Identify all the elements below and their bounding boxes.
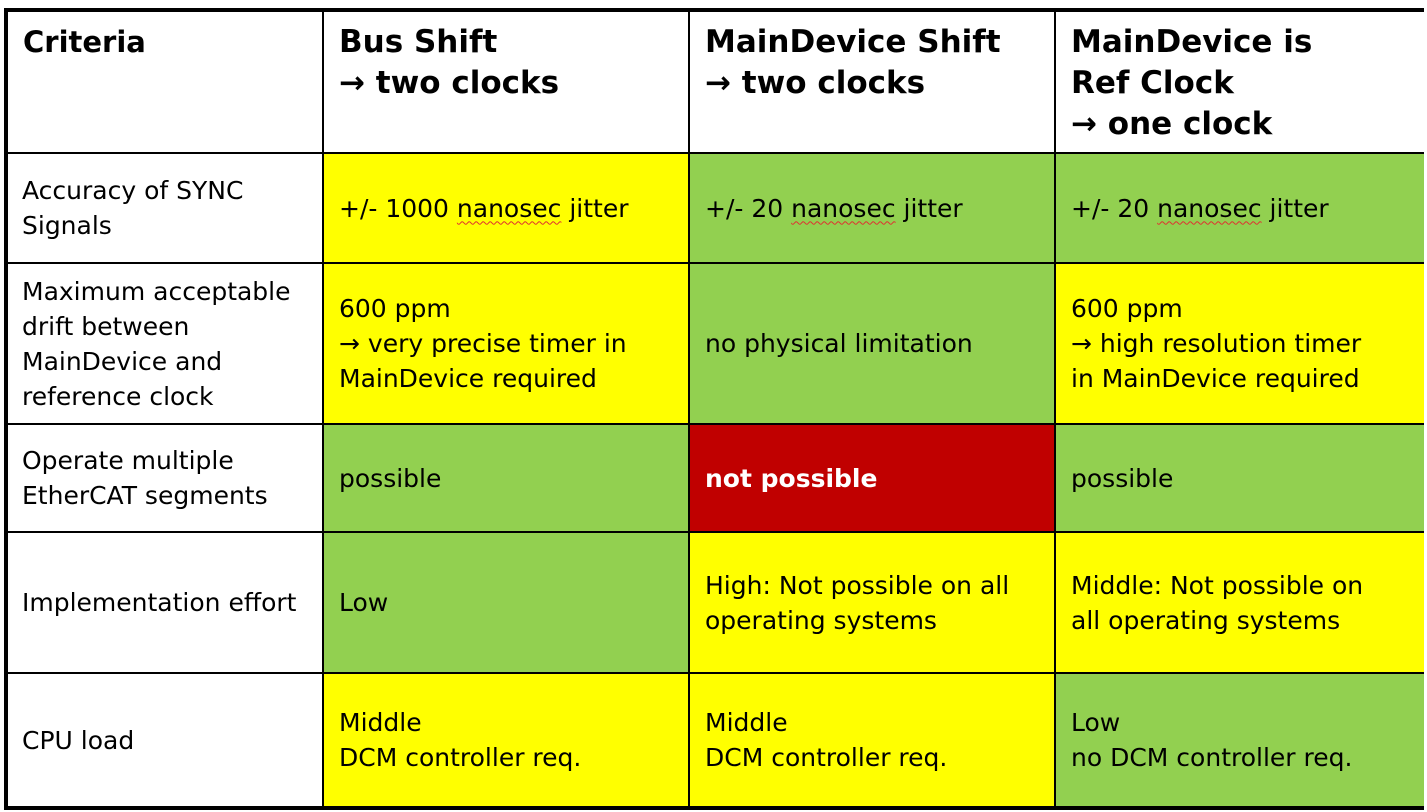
cell-text: +/- 20 nanosec jitter xyxy=(705,193,963,223)
cell-text: operating systems xyxy=(705,605,937,635)
criteria-text: Operate multiple xyxy=(22,446,234,475)
row-accuracy-criteria: Accuracy of SYNC Signals xyxy=(8,154,324,264)
header-maindevice-ref-subtitle: → one clock xyxy=(1071,106,1273,142)
criteria-text: Signals xyxy=(22,211,112,240)
cell-text: +/- 1000 nanosec jitter xyxy=(339,193,629,223)
cell-text: DCM controller req. xyxy=(339,743,582,772)
header-maindevice-shift-title: MainDevice Shift xyxy=(705,24,1001,60)
cell-text: possible xyxy=(1071,463,1174,493)
row-drift-criteria: Maximum acceptable drift between MainDev… xyxy=(8,264,324,425)
comparison-table: Criteria Bus Shift → two clocks MainDevi… xyxy=(4,8,1424,810)
cell-text: possible xyxy=(339,463,442,493)
header-maindevice-ref-title-1: MainDevice is xyxy=(1071,24,1313,60)
cell-text: no physical limitation xyxy=(705,329,973,358)
cell-text: Low xyxy=(339,588,389,617)
row-segments-bus-shift: possible xyxy=(324,425,690,533)
cell-text: → very precise timer in xyxy=(339,329,627,358)
header-bus-shift-title: Bus Shift xyxy=(339,24,498,60)
criteria-text: MainDevice and xyxy=(22,346,223,376)
cell-text: High: Not possible on all xyxy=(705,570,1010,600)
criteria-text: reference clock xyxy=(22,381,214,411)
header-criteria: Criteria xyxy=(8,12,324,154)
cell-text: 600 ppm xyxy=(1071,294,1183,323)
cell-text: DCM controller req. xyxy=(705,743,948,772)
cell-text: Middle xyxy=(705,708,788,737)
criteria-text: CPU load xyxy=(22,725,135,755)
criteria-text: Implementation effort xyxy=(22,588,297,617)
criteria-text: drift between xyxy=(22,311,190,341)
row-segments-maindevice-ref: possible xyxy=(1056,425,1424,533)
row-accuracy-maindevice-shift: +/- 20 nanosec jitter xyxy=(690,154,1056,264)
row-segments-maindevice-shift: not possible xyxy=(690,425,1056,533)
header-maindevice-shift: MainDevice Shift → two clocks xyxy=(690,12,1056,154)
header-criteria-label: Criteria xyxy=(23,25,146,59)
cell-text: not possible xyxy=(705,463,878,493)
row-implementation-maindevice-shift: High: Not possible on all operating syst… xyxy=(690,533,1056,674)
row-segments-criteria: Operate multiple EtherCAT segments xyxy=(8,425,324,533)
criteria-text: Accuracy of SYNC xyxy=(22,176,244,205)
cell-text: all operating systems xyxy=(1071,605,1341,635)
header-maindevice-ref-clock: MainDevice is Ref Clock → one clock xyxy=(1056,12,1424,154)
cell-text: Low xyxy=(1071,708,1121,737)
row-implementation-maindevice-ref: Middle: Not possible on all operating sy… xyxy=(1056,533,1424,674)
row-cpu-criteria: CPU load xyxy=(8,674,324,806)
cell-text: Middle xyxy=(339,708,422,737)
criteria-text: EtherCAT segments xyxy=(22,481,268,510)
cell-text: Middle: Not possible on xyxy=(1071,570,1364,600)
row-drift-maindevice-ref: 600 ppm → high resolution timer in MainD… xyxy=(1056,264,1424,425)
row-implementation-criteria: Implementation effort xyxy=(8,533,324,674)
row-accuracy-bus-shift: +/- 1000 nanosec jitter xyxy=(324,154,690,264)
cell-text: 600 ppm xyxy=(339,294,451,323)
header-maindevice-shift-subtitle: → two clocks xyxy=(705,65,926,101)
row-cpu-maindevice-shift: Middle DCM controller req. xyxy=(690,674,1056,806)
header-bus-shift: Bus Shift → two clocks xyxy=(324,12,690,154)
header-bus-shift-subtitle: → two clocks xyxy=(339,65,560,101)
row-drift-bus-shift: 600 ppm → very precise timer in MainDevi… xyxy=(324,264,690,425)
cell-text: no DCM controller req. xyxy=(1071,743,1353,772)
cell-text: → high resolution timer xyxy=(1071,329,1362,358)
row-cpu-maindevice-ref: Low no DCM controller req. xyxy=(1056,674,1424,806)
row-cpu-bus-shift: Middle DCM controller req. xyxy=(324,674,690,806)
row-implementation-bus-shift: Low xyxy=(324,533,690,674)
row-accuracy-maindevice-ref: +/- 20 nanosec jitter xyxy=(1056,154,1424,264)
cell-text: +/- 20 nanosec jitter xyxy=(1071,193,1329,223)
header-maindevice-ref-title-2: Ref Clock xyxy=(1071,65,1234,101)
row-drift-maindevice-shift: no physical limitation xyxy=(690,264,1056,425)
cell-text: in MainDevice required xyxy=(1071,364,1360,393)
criteria-text: Maximum acceptable xyxy=(22,276,291,306)
cell-text: MainDevice required xyxy=(339,364,597,393)
